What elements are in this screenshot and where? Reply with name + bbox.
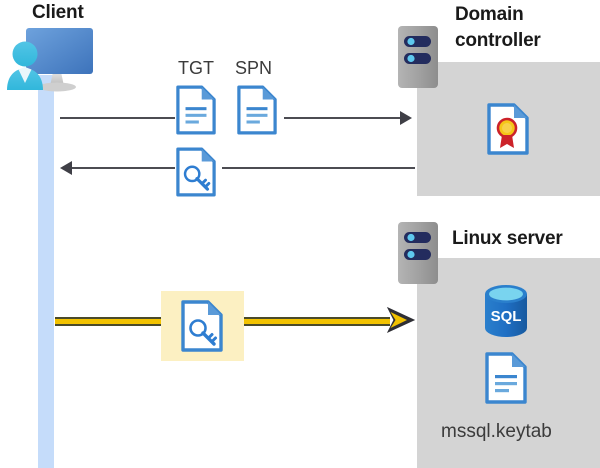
kerberos-ticket-key-document-icon xyxy=(181,300,223,352)
linux-server-title: Linux server xyxy=(452,228,563,249)
spn-document-icon xyxy=(237,85,277,135)
message-line-ticket-right xyxy=(222,167,415,169)
yellow-message-line-right xyxy=(244,317,390,326)
spn-label: SPN xyxy=(235,58,273,78)
sql-icon-text: SQL xyxy=(491,308,522,325)
domain-controller-title-line2: controller xyxy=(455,30,541,51)
sql-database-icon: SQL xyxy=(480,283,532,339)
message-line-ticket-left xyxy=(72,167,175,169)
tgt-label: TGT xyxy=(178,58,214,78)
arrowhead-to-domain-controller xyxy=(400,111,412,125)
client-title: Client xyxy=(32,2,84,23)
domain-controller-title-line1: Domain xyxy=(455,4,524,25)
keytab-filename-label: mssql.keytab xyxy=(441,421,552,442)
keytab-file-icon xyxy=(485,352,527,404)
certificate-icon xyxy=(487,103,529,155)
message-line-tgt-spn-left xyxy=(60,117,175,119)
yellow-message-line-left xyxy=(55,317,161,326)
client-workstation-icon xyxy=(4,24,98,96)
tgt-document-icon xyxy=(176,85,216,135)
message-line-tgt-spn-right xyxy=(284,117,408,119)
arrowhead-to-client xyxy=(60,161,72,175)
client-lifeline xyxy=(38,75,54,468)
domain-controller-server-icon xyxy=(398,26,438,88)
service-ticket-key-document-icon xyxy=(176,147,216,197)
yellow-arrowhead-to-linux-server xyxy=(386,305,416,335)
linux-server-server-icon xyxy=(398,222,438,284)
